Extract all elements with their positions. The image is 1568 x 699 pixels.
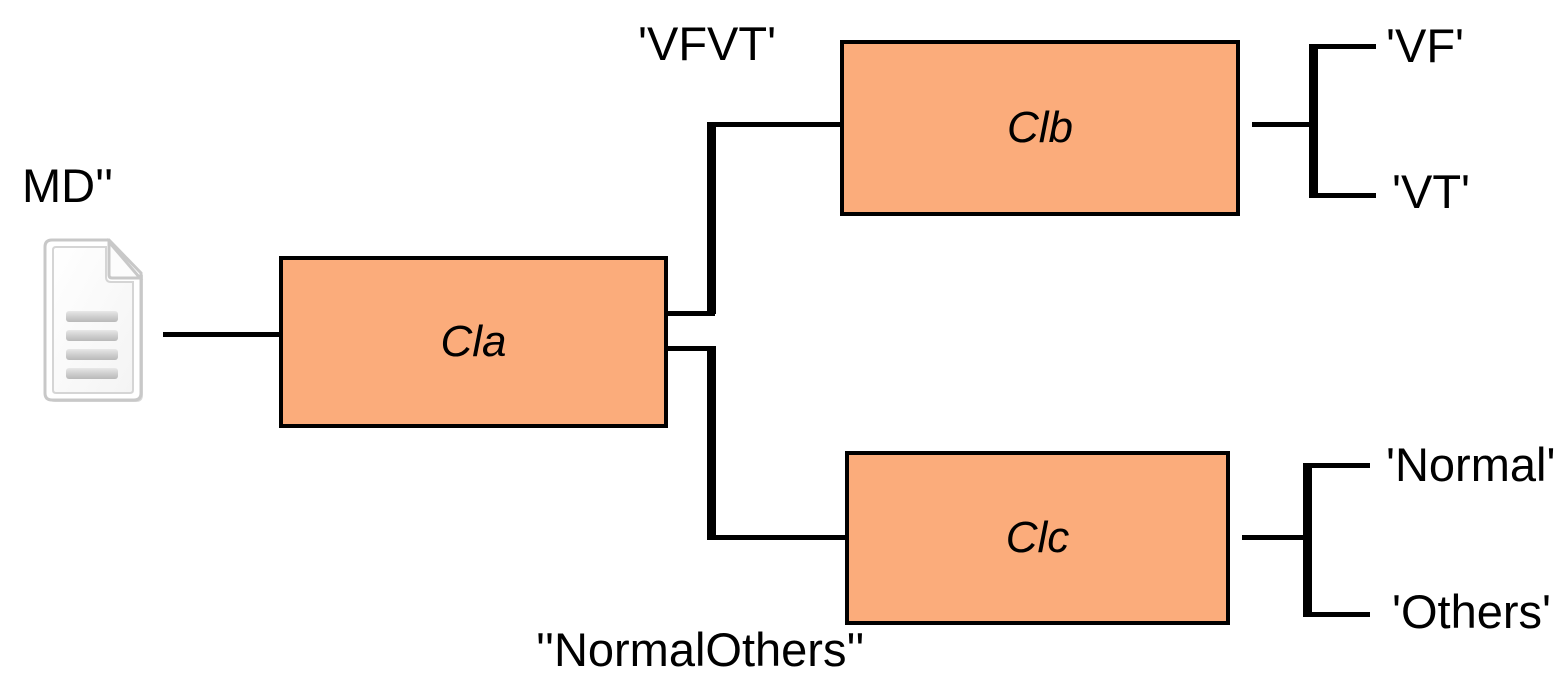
wire-clc-bracket-bar — [1303, 463, 1312, 617]
wire-clc-out-stub — [1242, 535, 1308, 540]
edge-label-normalothers: ''NormalOthers'' — [536, 623, 865, 676]
wire-clc-to-others — [1303, 612, 1370, 617]
wire-clc-to-normal — [1303, 463, 1370, 468]
wire-clb-out-stub — [1252, 122, 1314, 127]
wire-clb-to-vt — [1309, 193, 1376, 198]
wire-doc-to-cla — [163, 332, 281, 337]
output-label-vt: 'VT' — [1392, 165, 1471, 218]
output-label-normal: 'Normal' — [1386, 438, 1556, 491]
source-label: MD'' — [22, 159, 114, 212]
wire-clb-bracket-bar — [1309, 44, 1318, 198]
wire-cla-to-clb — [707, 122, 843, 127]
node-cla-label: Cla — [440, 317, 507, 366]
wire-cla-lower-stub — [667, 346, 715, 351]
wire-clb-to-vf — [1309, 44, 1376, 49]
wire-cla-upper-riser — [707, 122, 716, 314]
edge-label-vfvt: 'VFVT' — [638, 17, 777, 70]
node-cla[interactable]: Cla — [279, 256, 668, 428]
node-clb[interactable]: Clb — [840, 40, 1240, 216]
document-icon — [38, 237, 150, 407]
wire-cla-to-clc — [707, 535, 847, 540]
node-clb-label: Clb — [1006, 103, 1074, 152]
node-clc[interactable]: Clc — [845, 451, 1230, 625]
wire-cla-lower-riser — [707, 346, 716, 540]
output-label-vf: 'VF' — [1386, 19, 1465, 72]
wire-cla-upper-stub — [667, 311, 715, 316]
node-clc-label: Clc — [1005, 513, 1070, 562]
output-label-others: 'Others' — [1392, 585, 1551, 638]
